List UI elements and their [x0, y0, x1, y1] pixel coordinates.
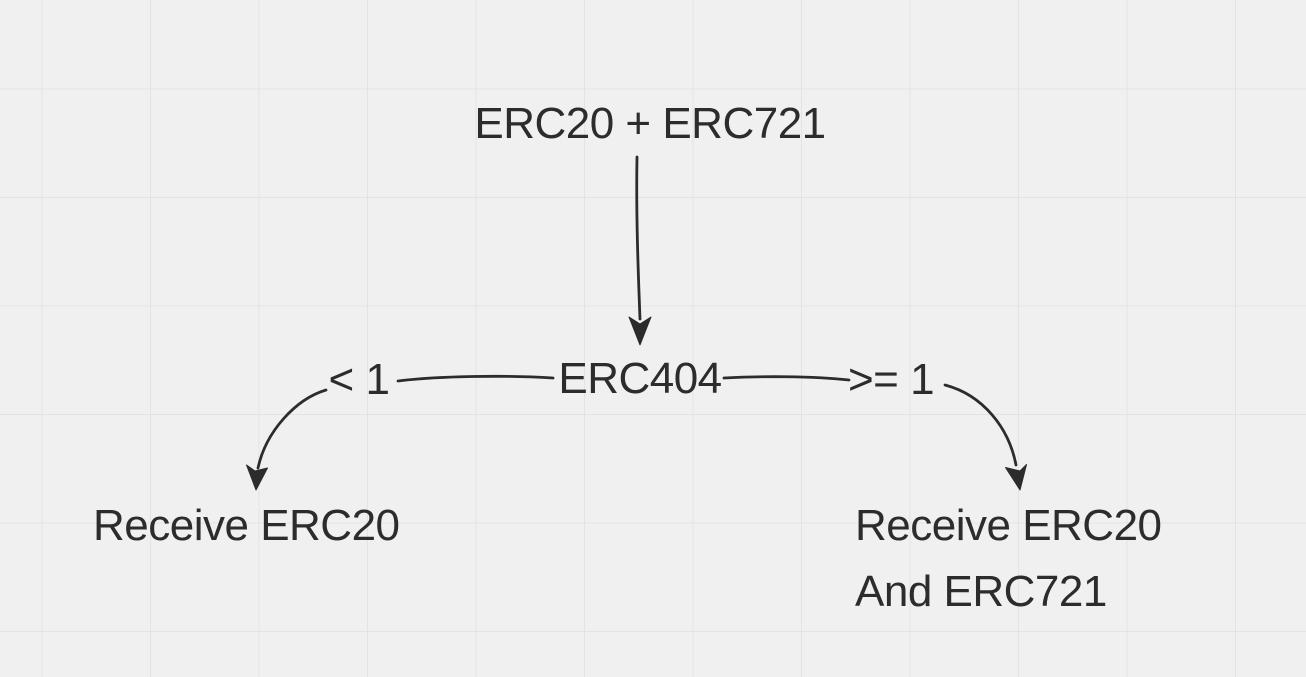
condition-greater-equal-1[interactable]: >= 1 [848, 355, 935, 404]
arrow-left-branch[interactable] [246, 388, 328, 491]
condition-less-than-1[interactable]: < 1 [329, 355, 390, 404]
arrow-right-branch-shaft [943, 383, 1018, 467]
arrowhead-down-icon [628, 316, 652, 346]
node-receive-erc20[interactable]: Receive ERC20 [93, 501, 400, 550]
node-receive-erc20-and-erc721-line2: And ERC721 [855, 567, 1107, 616]
arrow-right-branch[interactable] [943, 383, 1027, 491]
node-erc404[interactable]: ERC404 [558, 354, 722, 403]
arrowhead-down-left-icon [246, 464, 268, 491]
node-erc20-plus-erc721[interactable]: ERC20 + ERC721 [474, 99, 826, 148]
node-receive-erc20-and-erc721[interactable]: Receive ERC20 And ERC721 [855, 501, 1162, 616]
connector-center-to-left-condition[interactable] [396, 374, 555, 383]
connector-center-to-right-condition[interactable] [722, 375, 851, 382]
arrow-top-to-center[interactable] [628, 155, 652, 346]
node-receive-erc20-and-erc721-line1: Receive ERC20 [855, 501, 1162, 550]
arrowhead-down-right-icon [1005, 464, 1027, 491]
arrow-top-to-center-shaft [635, 155, 642, 321]
arrow-left-branch-shaft [256, 388, 328, 470]
